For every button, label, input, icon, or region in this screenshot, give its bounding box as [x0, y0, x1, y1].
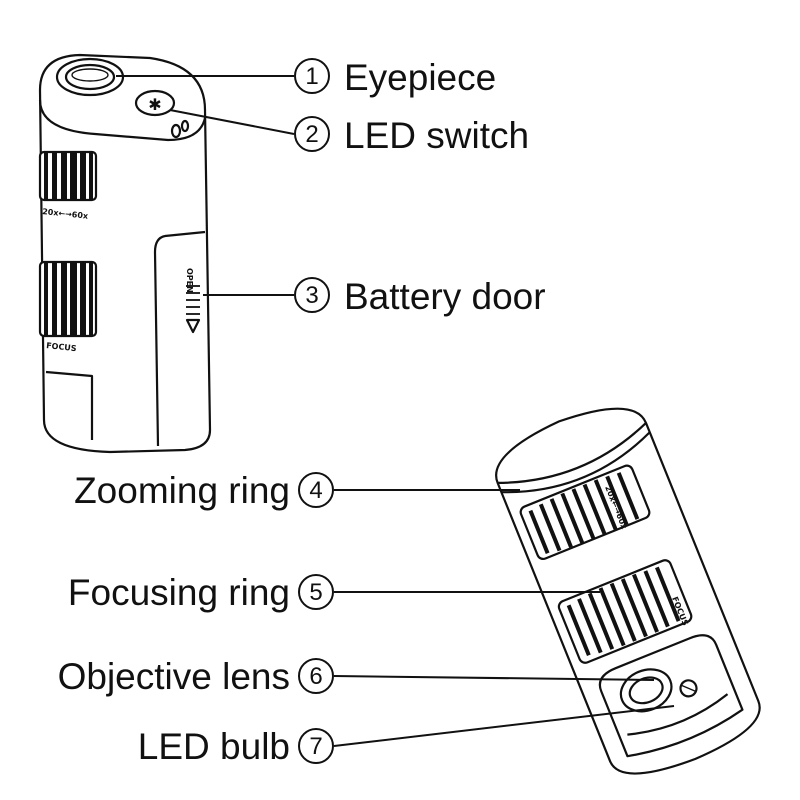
- callout-1-number: 1: [305, 63, 318, 90]
- callout-5-circle: [298, 574, 334, 610]
- callout-4-circle: [298, 472, 334, 508]
- callout-3-circle: [294, 277, 330, 313]
- zoom-ring-bottom: [519, 464, 651, 561]
- callout-1-label: Eyepiece: [344, 57, 496, 98]
- callout-7: 7 LED bulb: [138, 726, 334, 767]
- led-switch-icon: [134, 89, 176, 117]
- callout-1-circle: [294, 58, 330, 94]
- microscope-body: [38, 53, 212, 454]
- callout-6-circle: [298, 658, 334, 694]
- open-marking: OPEN: [185, 268, 194, 293]
- callout-2-number: 2: [305, 121, 318, 148]
- callout-4: 4 Zooming ring: [74, 470, 334, 511]
- callout-4-number: 4: [309, 477, 322, 504]
- top-cap: [38, 99, 207, 142]
- focus-marking: FOCUS: [46, 341, 77, 353]
- callout-7-label: LED bulb: [138, 726, 290, 767]
- callout-4-label: Zooming ring: [74, 470, 290, 511]
- callout-6-label: Objective lens: [58, 656, 290, 697]
- callout-6: 6 Objective lens: [58, 656, 334, 697]
- microscope-top-view: ✱: [38, 53, 212, 454]
- callout-7-number: 7: [309, 733, 322, 760]
- callout-2: 2 LED switch: [294, 115, 529, 156]
- door-arrow-icon: [185, 318, 201, 334]
- callout-3: 3 Battery door: [294, 276, 546, 317]
- leader-line-2: [169, 109, 295, 135]
- lens-housing: [598, 634, 744, 758]
- focus-ring-top: [38, 260, 98, 338]
- battery-door: [153, 230, 206, 447]
- svg-text:✱: ✱: [148, 95, 161, 114]
- focus-ring-bottom: [557, 559, 693, 664]
- leader-line-6: [333, 675, 655, 681]
- callout-5-number: 5: [309, 579, 322, 606]
- leader-line-7: [333, 705, 675, 747]
- callout-3-label: Battery door: [344, 276, 546, 317]
- callout-5: 5 Focusing ring: [68, 572, 334, 613]
- callout-5-label: Focusing ring: [68, 572, 290, 613]
- callout-2-label: LED switch: [344, 115, 529, 156]
- callout-1: 1 Eyepiece: [294, 57, 496, 98]
- door-grip-lines: [186, 285, 200, 315]
- microscope-bottom-view: [495, 407, 761, 775]
- zoom-ring-top: [38, 150, 98, 202]
- callout-3-number: 3: [305, 282, 318, 309]
- callout-7-circle: [298, 728, 334, 764]
- leader-lines: [116, 75, 675, 747]
- callout-6-number: 6: [309, 663, 322, 690]
- callout-2-circle: [294, 116, 330, 152]
